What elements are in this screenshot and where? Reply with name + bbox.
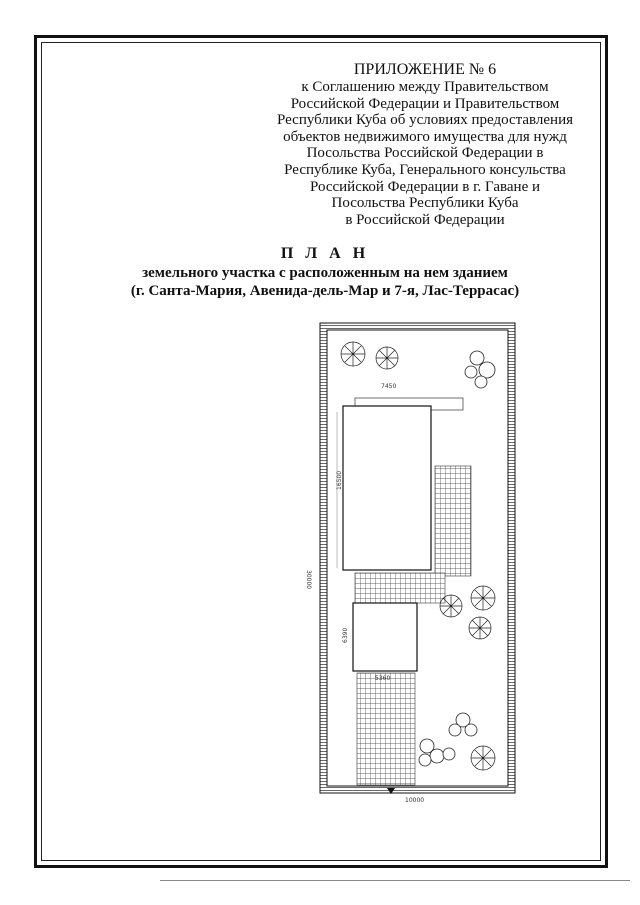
tree-icon xyxy=(340,341,366,367)
paving-lower xyxy=(356,672,416,786)
shrub-icon xyxy=(418,738,456,767)
shrub-icon xyxy=(448,712,478,737)
appendix-block: ПРИЛОЖЕНИЕ № 6 к Соглашению между Правит… xyxy=(250,60,600,228)
dim-annex-width: 5360 xyxy=(375,675,390,682)
paving-middle xyxy=(354,572,446,604)
tree-icon xyxy=(439,594,463,618)
appendix-line: Республике Куба, Генерального консульств… xyxy=(284,161,566,178)
paving-right xyxy=(434,465,472,577)
appendix-line: Российской Федерации и Правительством xyxy=(290,95,560,112)
dim-top-width: 7450 xyxy=(381,383,396,390)
tree-icon xyxy=(470,745,496,771)
page-border-outer xyxy=(34,35,608,868)
plan-subtitle-line2: (г. Санта-Мария, Авенида-дель-Мар и 7-я,… xyxy=(130,283,520,299)
site-plan-drawing: 7450 16500 30000 6390 5360 10000 xyxy=(305,322,516,804)
shrub-icon xyxy=(464,350,496,389)
appendix-line: в Российской Федерации xyxy=(345,211,505,228)
entrance-arrow-icon xyxy=(387,788,395,794)
tree-icon xyxy=(470,585,496,611)
plan-subtitle-line1: земельного участка с расположенным на не… xyxy=(142,265,508,281)
dim-building-length: 16500 xyxy=(336,471,343,490)
appendix-line: Посольства Республики Куба xyxy=(331,195,519,212)
plan-heading: П Л А Н земельного участка с расположенн… xyxy=(60,244,590,300)
page-border-inner xyxy=(41,42,601,861)
footer-rule xyxy=(160,880,630,881)
dim-annex-length: 6390 xyxy=(342,628,349,643)
appendix-line: к Соглашению между Правительством xyxy=(301,79,549,95)
tree-icon xyxy=(468,616,492,640)
annex-building xyxy=(352,602,418,672)
appendix-line: объектов недвижимого имущества для нужд xyxy=(283,128,567,145)
appendix-title: ПРИЛОЖЕНИЕ № 6 xyxy=(353,61,497,78)
appendix-body: к Соглашению между Правительством Россий… xyxy=(250,79,600,228)
tree-icon xyxy=(375,346,399,370)
dim-plot-length: 30000 xyxy=(305,570,312,589)
appendix-line: Республики Куба об условиях предоставлен… xyxy=(276,112,574,129)
main-building xyxy=(342,405,432,571)
appendix-line: Посольства Российской Федерации в xyxy=(306,145,544,162)
plan-title: П Л А Н xyxy=(280,245,370,262)
dim-plot-width: 10000 xyxy=(405,797,424,804)
appendix-line: Российской Федерации в г. Гаване и xyxy=(309,178,541,195)
